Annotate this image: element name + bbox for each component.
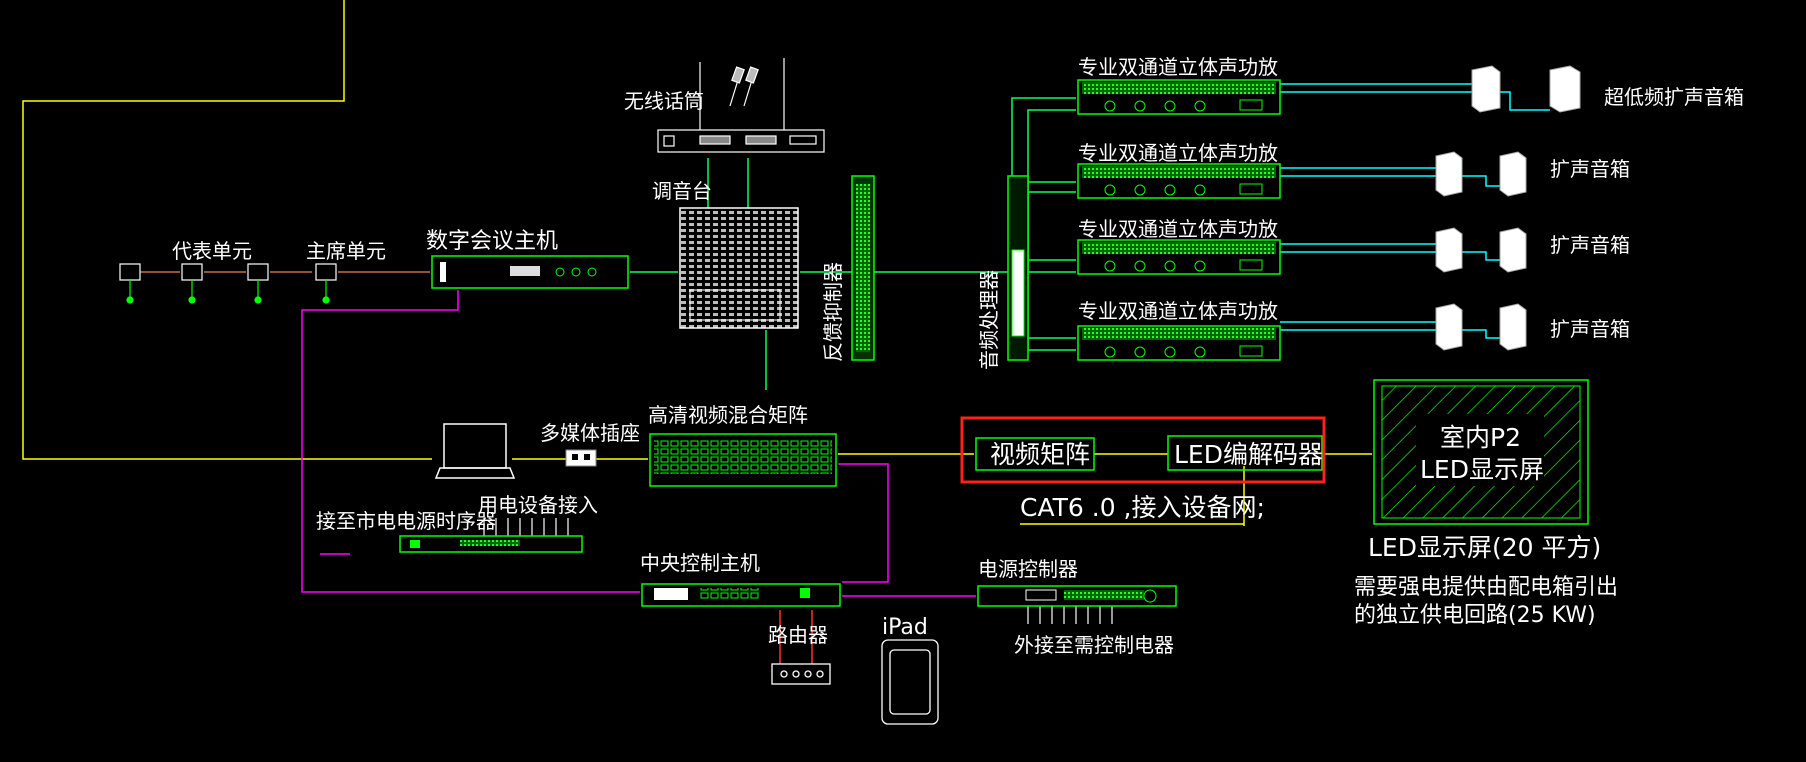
chairman-unit-label: 主席单元 — [306, 239, 386, 263]
power-controller-label: 电源控制器 — [978, 557, 1078, 581]
multimedia-socket-device — [565, 449, 597, 467]
tablet-icon — [881, 639, 939, 725]
laptop-icon — [434, 423, 516, 479]
conference-host-device — [431, 255, 629, 289]
conference-unit-icon — [119, 263, 337, 304]
power-sequencer-left-label: 接至市电电源时序器 — [316, 509, 496, 533]
wireless-mic-label: 无线话筒 — [624, 89, 704, 113]
led-screen-icon — [1373, 379, 1589, 525]
led-screen-line1: 室内P2 — [1440, 423, 1521, 452]
amplifier-icon-4 — [1077, 325, 1281, 361]
speaker-4-label: 扩声音箱 — [1550, 317, 1630, 341]
speaker-2-label: 扩声音箱 — [1550, 157, 1630, 181]
video-wire-laptop-long — [22, 0, 432, 460]
amp-4-label: 专业双通道立体声功放 — [1078, 299, 1278, 323]
led-caption-2: 需要强电提供由配电箱引出 — [1354, 575, 1618, 600]
power-controller-device — [977, 585, 1177, 607]
speaker-3-label: 扩声音箱 — [1550, 233, 1630, 257]
feedback-suppressor-device — [851, 175, 875, 361]
central-control-device — [641, 583, 841, 607]
subwoofer-label: 超低频扩声音箱 — [1604, 85, 1744, 109]
video-matrix-box — [975, 437, 1095, 471]
amp-2-label: 专业双通道立体声功放 — [1078, 141, 1278, 165]
speaker-wires — [1280, 83, 1550, 339]
amp-1-label: 专业双通道立体声功放 — [1078, 55, 1278, 79]
feedback-suppressor-label: 反馈抑制器 — [821, 262, 845, 362]
audio-processor-device — [1007, 175, 1029, 361]
led-screen-line2: LED显示屏 — [1420, 455, 1544, 484]
amplifier-icon-1 — [1077, 79, 1281, 115]
cat6-label: CAT6 .0 ,接入设备网; — [1020, 493, 1265, 522]
ipad-label: iPad — [882, 615, 928, 640]
hd-matrix-device — [649, 433, 837, 487]
mixer-icon — [679, 207, 799, 329]
external-control-label: 外接至需控制电器 — [1014, 633, 1174, 657]
power-sequencer-top-label: 用电设备接入 — [478, 493, 598, 517]
led-caption-3: 的独立供电回路(25 KW) — [1354, 603, 1596, 628]
conference-host-label: 数字会议主机 — [426, 229, 558, 254]
router-icon — [771, 663, 831, 685]
speaker-icon — [1435, 65, 1581, 351]
control-wires — [301, 290, 976, 597]
video-wires — [512, 453, 1372, 526]
downstream-arrows — [483, 518, 1113, 624]
microphone-icon — [729, 66, 759, 107]
led-caption-1: LED显示屏(20 平方) — [1368, 533, 1601, 562]
led-codec-box — [1167, 435, 1323, 471]
amplifier-icon-3 — [1077, 239, 1281, 275]
central-control-label: 中央控制主机 — [640, 551, 760, 575]
multimedia-socket-label: 多媒体插座 — [540, 421, 640, 445]
audio-processor-label: 音频处理器 — [977, 270, 1001, 370]
video-matrix-label: 视频矩阵 — [990, 440, 1090, 469]
mixer-label: 调音台 — [652, 179, 712, 203]
delegate-unit-label: 代表单元 — [172, 239, 252, 263]
wireless-receiver-icon — [657, 58, 825, 153]
router-wire — [779, 610, 813, 664]
hd-matrix-label: 高清视频混合矩阵 — [648, 403, 808, 427]
led-codec-label: LED编解码器 — [1174, 440, 1323, 469]
amp-3-label: 专业双通道立体声功放 — [1078, 217, 1278, 241]
highlight-box — [960, 416, 1326, 484]
power-sequencer-device — [399, 535, 583, 553]
amplifier-icon-2 — [1077, 163, 1281, 199]
router-label: 路由器 — [768, 623, 828, 647]
